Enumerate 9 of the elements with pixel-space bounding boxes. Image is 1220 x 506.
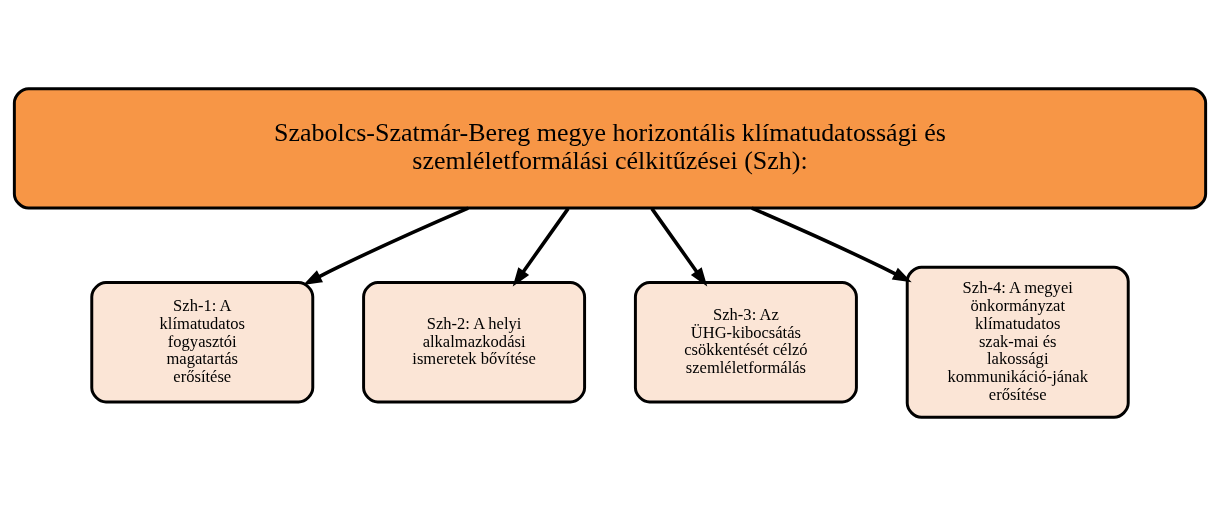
- node-box: Szh-2: A helyi alkalmazkodási ismeretek bővítése: [362, 281, 587, 404]
- node-box: Szh-1: A klímatudatos fogyasztói magatartás erősítése: [90, 281, 315, 404]
- arrow: [751, 206, 912, 283]
- arrow: [650, 207, 708, 287]
- node-box: Szabolcs-Szatmár-Bereg megye horizontális klímatudatossági és szemléletformálási célkitűzései (Szh):: [12, 87, 1208, 210]
- arrow: [303, 206, 469, 285]
- node-box: Szh-3: Az ÜHG-kibocsátás csökkentését célzó szemléletformálás: [633, 281, 858, 404]
- arrow: [512, 207, 570, 287]
- node-box: Szh-4: A megyei önkormányzat klímatudatos szak-mai és lakossági kommunikáció-jának erősítése: [905, 265, 1130, 419]
